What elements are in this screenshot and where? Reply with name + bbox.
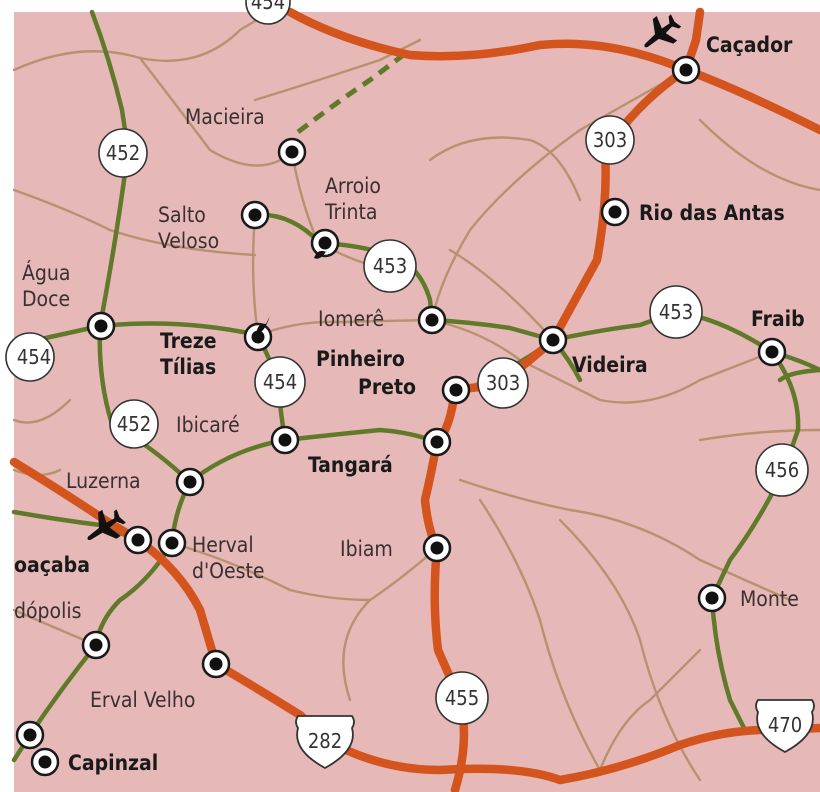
marker-lacerdopolis xyxy=(81,630,111,660)
label-ibicare: Ibicaré xyxy=(176,413,240,437)
label-monte-carlo: Monte xyxy=(740,587,799,611)
label-ibiam: Ibiam xyxy=(340,537,393,561)
marker-videira xyxy=(538,325,568,355)
svg-text:454: 454 xyxy=(17,345,51,369)
shield-453-west: 453 xyxy=(363,239,417,293)
svg-text:470: 470 xyxy=(768,713,802,737)
shield-452-north: 452 xyxy=(98,128,148,178)
point-of-interest-icon xyxy=(314,244,330,259)
marker-arroio-trinta xyxy=(310,228,340,258)
label-tangara: Tangará xyxy=(308,453,393,477)
marker-capinzal xyxy=(30,747,60,777)
marker-agua-doce xyxy=(86,311,116,341)
marker-cacador xyxy=(671,55,701,85)
svg-text:282: 282 xyxy=(308,729,342,753)
label-erval-velho: Erval Velho xyxy=(90,688,195,712)
label-capinzal: Capinzal xyxy=(68,751,158,775)
shield-454-west: 454 xyxy=(5,332,55,382)
shield-454-center: 454 xyxy=(254,356,306,408)
label-videira: Videira xyxy=(572,353,648,377)
shield-top: 454 xyxy=(245,0,291,25)
marker-pinheiro-preto xyxy=(441,375,471,405)
label-lacerdopolis: dópolis xyxy=(14,599,81,623)
marker-tangara xyxy=(422,427,452,457)
shield-452-south: 452 xyxy=(109,399,159,449)
shield-303-north: 303 xyxy=(585,115,635,165)
shield-470: 470 xyxy=(755,699,815,754)
city-markers xyxy=(15,55,787,777)
svg-text:454: 454 xyxy=(251,0,285,14)
shield-453-east: 453 xyxy=(649,285,703,339)
airplane-icon xyxy=(87,509,126,541)
marker-joacaba xyxy=(123,525,153,555)
marker-treze-tilias xyxy=(243,322,273,352)
marker-iomere xyxy=(417,305,447,335)
svg-text:452: 452 xyxy=(117,412,151,436)
svg-text:454: 454 xyxy=(263,370,297,394)
label-fraib: Fraib xyxy=(751,307,805,331)
land-area xyxy=(14,12,820,792)
marker-fraib xyxy=(757,337,787,367)
marker-ibicare xyxy=(270,425,300,455)
marker-ouro xyxy=(15,720,45,750)
marker-ibiam xyxy=(422,533,452,563)
label-luzerna: Luzerna xyxy=(66,469,141,493)
shield-456: 456 xyxy=(755,443,809,497)
marker-monte-carlo xyxy=(697,583,727,613)
label-rio-das-antas: Rio das Antas xyxy=(639,201,785,225)
shield-455: 455 xyxy=(435,671,489,725)
shield-282: 282 xyxy=(295,715,355,770)
route-shields: 454 452 303 453 453 454 454 303 xyxy=(5,0,815,770)
svg-text:303: 303 xyxy=(593,128,627,152)
marker-macieira xyxy=(277,137,307,167)
svg-text:303: 303 xyxy=(486,371,520,395)
label-joacaba: oaçaba xyxy=(14,553,90,577)
svg-text:453: 453 xyxy=(659,300,693,324)
point-of-interest-icon xyxy=(256,316,270,334)
label-cacador: Caçador xyxy=(706,33,793,57)
marker-rio-das-antas xyxy=(600,197,630,227)
airplane-icon xyxy=(644,14,682,48)
svg-text:452: 452 xyxy=(106,141,140,165)
marker-herval-doeste xyxy=(157,528,187,558)
marker-erval-velho xyxy=(201,649,231,679)
svg-text:456: 456 xyxy=(765,458,799,482)
shield-303-center: 303 xyxy=(477,357,529,409)
marker-luzerna xyxy=(175,467,205,497)
marker-salto-veloso xyxy=(240,200,270,230)
label-iomere: Iomerê xyxy=(318,307,384,331)
svg-text:455: 455 xyxy=(445,686,479,710)
svg-text:453: 453 xyxy=(373,254,407,278)
label-macieira: Macieira xyxy=(185,105,265,129)
